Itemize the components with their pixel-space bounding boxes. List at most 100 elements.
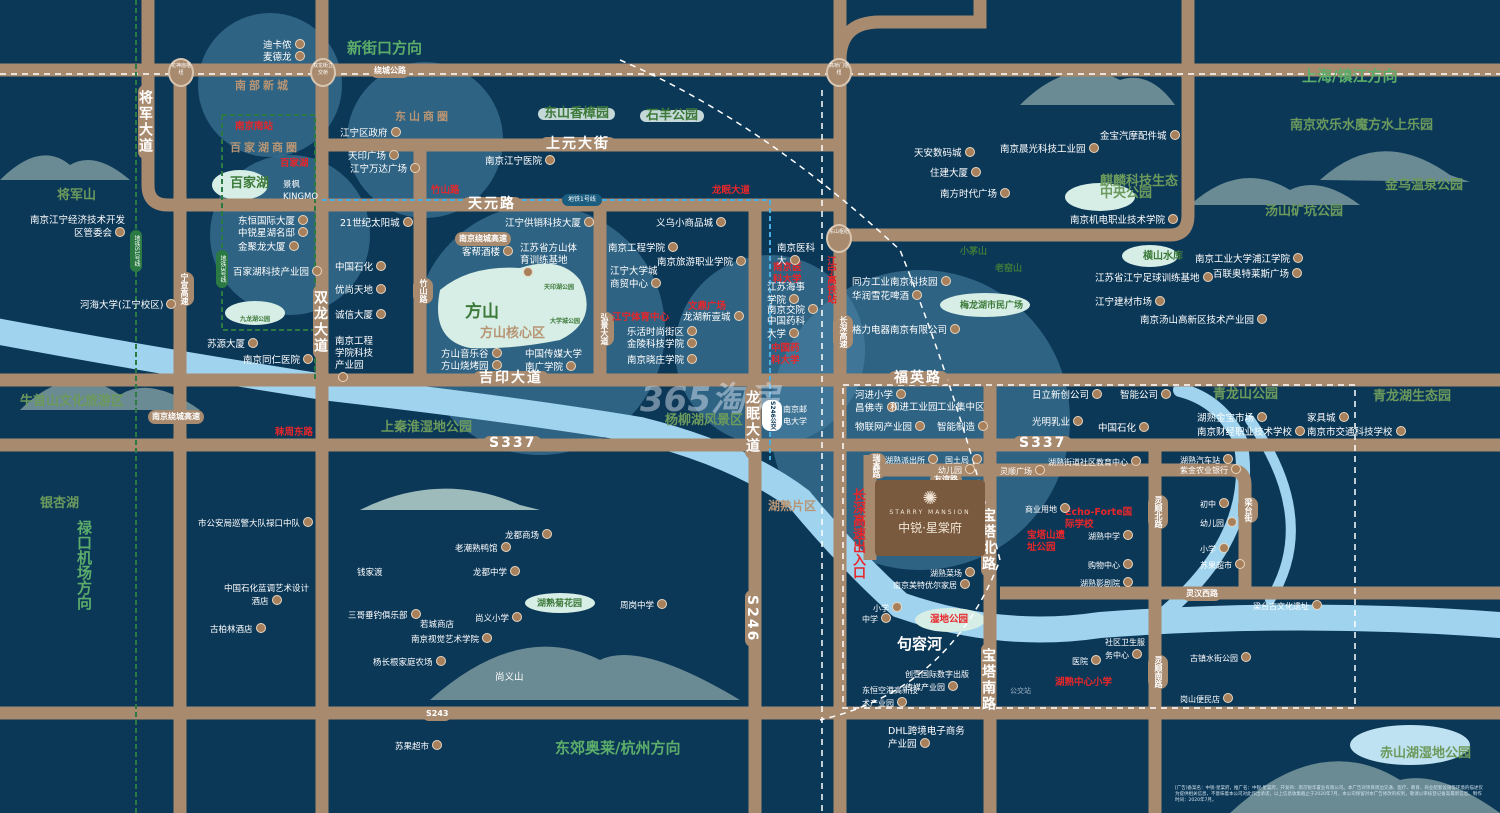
area-label: 湖熟片区: [768, 499, 817, 513]
poi-label: 江宁大学城商贸中心: [610, 266, 665, 291]
road-raocheng: 南京绕城高速: [148, 410, 204, 424]
poi-label: 物联网产业园: [855, 421, 925, 434]
station-label: 竹山路: [431, 185, 460, 196]
park-label: 横山水库: [1143, 251, 1183, 262]
park-label: 将军山: [57, 188, 97, 203]
park-label: 赤山湖湿地公园: [1380, 746, 1472, 761]
poi-label: 南京市交通科技学校: [1307, 426, 1406, 439]
poi-label: 河海大学(江宁校区): [80, 299, 176, 312]
direction-lukou: 禄口机场方向: [75, 520, 93, 610]
direction-xinjiekou: 新街口方向: [347, 39, 423, 57]
poi-label: 金宝汽摩配件城: [1100, 130, 1180, 143]
poi-label: 智能制造: [937, 421, 988, 434]
interchange-shuanglongjie: 双龙街立交桥: [310, 58, 336, 87]
parks: [212, 170, 1470, 765]
poi-label: 住建大厦: [930, 167, 981, 180]
poi-label: 东恒国际大厦: [238, 215, 308, 228]
road-s246-bus: S246公交: [762, 400, 782, 431]
poi-label: 中国石化蓝调艺术设计酒店: [224, 584, 310, 607]
school-label: 湖熟中心小学: [1055, 677, 1113, 688]
poi-label: 南京旅游职业学院: [657, 256, 746, 269]
poi-label: 方山音乐谷: [441, 348, 502, 361]
park-label: 金乌温泉公园: [1385, 178, 1464, 193]
poi-label: 幼儿园: [938, 464, 975, 477]
poi-label: 日立新创公司: [1032, 389, 1102, 402]
road-shuanglong: 双龙大道: [312, 285, 328, 359]
poi-label: 格力电器南京有限公司: [852, 324, 960, 337]
bus-stop-label: 公交站: [1010, 687, 1031, 695]
poi-label: 杨长根家庭农场: [373, 656, 446, 669]
park-label: 宝塔山遗址公园: [1027, 530, 1066, 553]
poi-label: 若城商店: [420, 620, 455, 630]
poi-label: 工业集中区: [937, 402, 985, 413]
road-lingshunnan: 灵顺南路: [1148, 655, 1168, 689]
poi-label: 南京工程学院科技产业园: [335, 336, 375, 385]
interchange-gaoqiaomen: 高桥门枢纽: [826, 58, 852, 87]
park-label: 方山: [465, 302, 499, 322]
park-label: 青龙山公园: [1213, 387, 1279, 402]
poi-label: 金聚龙大厦: [238, 241, 299, 254]
poi-label: 尚义小学: [475, 612, 522, 625]
poi-label: 南京工业大学浦江学院: [1195, 253, 1303, 266]
poi-label: 三哥垂钓俱乐部: [348, 609, 421, 622]
poi-label: 梁台古文化遗址: [1253, 600, 1322, 613]
park-label: 上秦淮湿地公园: [381, 420, 473, 435]
park-label: 麒麟科技生态中央公园: [1100, 174, 1179, 201]
poi-label: 商业用地: [1025, 503, 1070, 516]
poi-label: 义乌小商品城: [656, 217, 726, 230]
poi-label: 同方工业南京科技园: [852, 276, 951, 289]
poi-label: 南京美特优尔家居: [893, 579, 970, 592]
poi-label: 南京晓庄学院: [627, 354, 697, 367]
poi-label: 小学: [873, 602, 902, 615]
poi-label: 周岗中学: [620, 599, 667, 612]
area-label: 南部新城: [235, 79, 291, 92]
area-label: 东山商圈: [395, 110, 451, 123]
road-jiangjun: 将军大道: [137, 85, 153, 159]
project-name-cn: 中锐·星棠府: [898, 521, 962, 535]
park-label: 湖熟菊花园: [537, 599, 583, 609]
poi-label: 江宁区政府: [340, 127, 401, 140]
station-label: 秣周东路: [275, 427, 314, 438]
road-ruixin: 瑞鑫路: [866, 453, 886, 479]
road-raocheng-gonglu: 绕城公路: [370, 64, 410, 78]
poi-label: 社区卫生服务中心: [1105, 638, 1145, 660]
poi-label: 湖熟派出所: [885, 454, 938, 467]
road-linghan: 灵汉西路: [1182, 587, 1222, 601]
station-label: 文鼎广场: [688, 301, 727, 312]
road-liangtai: 梁台街: [1238, 497, 1258, 523]
poi-label: 初中: [1200, 498, 1229, 511]
road-baotanan: 宝塔南路: [980, 643, 996, 717]
poi-label: 医院: [1072, 655, 1101, 668]
poi-label: 国土局: [945, 454, 982, 467]
poi-label: 中锐星湖名邸: [238, 227, 308, 240]
poi-label: 方山烧烤园: [441, 360, 502, 373]
poi-label: 老潮熟鸭馆: [455, 542, 511, 555]
park-label: 汤山矿坑公园: [1265, 204, 1344, 219]
poi-label: 麦德龙: [263, 51, 305, 64]
poi-label: 中学: [862, 613, 891, 626]
metro-line-s1: 地铁S1号线: [130, 230, 142, 272]
poi-label: 龙都中学: [473, 566, 520, 579]
metro-line-1: 地铁1号线: [562, 194, 602, 206]
poi-label: 南京同仁医院: [243, 354, 313, 367]
road-shangyuan: 上元大街: [540, 137, 616, 151]
poi-label: 创壹国际数字出版传媒产业园: [905, 669, 975, 694]
poi-label: 南京视觉艺术学院: [411, 633, 492, 646]
park-label: 天印湖公园: [544, 284, 575, 291]
poi-label: 天安数码城: [914, 147, 975, 160]
poi-label: 天印广场: [348, 150, 399, 163]
poi-label: 河进小学: [855, 389, 906, 402]
park-label: 梅龙湖市民广场: [960, 301, 1024, 311]
park-label: 九龙湖公园: [240, 316, 271, 323]
poi-label: 南京交院: [767, 304, 818, 317]
poi-label: 苏源大厦: [207, 338, 258, 351]
poi-label: 21世纪太阳城: [340, 217, 413, 230]
poi-label: 优尚天地: [335, 284, 386, 297]
dashed-lines: [0, 59, 1500, 813]
station-label: 江宁体育中心: [612, 312, 670, 323]
poi-label: 湖熟影剧院: [1080, 577, 1133, 590]
project-starry-mansion[interactable]: ✺ STARRY MANSION 中锐·星棠府: [875, 480, 985, 556]
